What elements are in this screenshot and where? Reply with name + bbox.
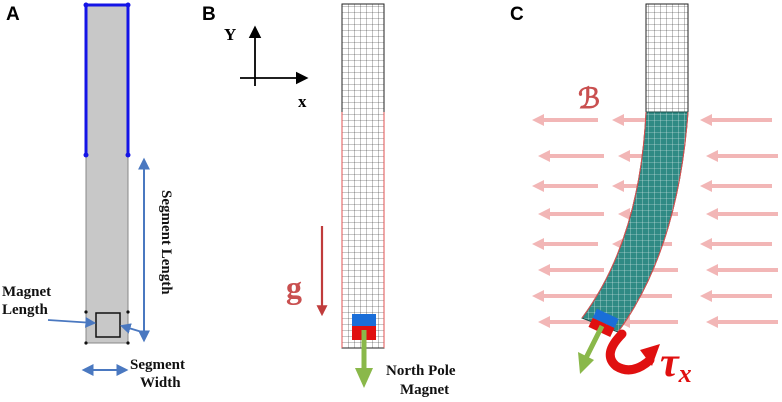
bent-edge-left [581, 111, 647, 319]
segment-body [85, 4, 129, 344]
field-arrow-head [538, 208, 550, 220]
field-arrow-head [700, 180, 712, 192]
panel-b: B Y x g North Pole Magnet [202, 3, 456, 398]
node-mid-right [125, 152, 131, 158]
magnet-node [84, 310, 88, 314]
node-top-right [125, 2, 131, 8]
segment-width-label-2: Width [140, 375, 181, 391]
field-arrow-head [538, 264, 550, 276]
panel-a-letter: A [6, 4, 20, 25]
field-arrow-head [532, 238, 544, 250]
field-arrow-head [706, 208, 718, 220]
magnetization-arrowhead [355, 368, 373, 388]
magnet-length-arrow-right [119, 323, 143, 334]
node-mid-left [83, 152, 89, 158]
torque-symbol: τx [660, 340, 692, 388]
magnet-node [126, 310, 130, 314]
field-arrow-head [612, 114, 624, 126]
segment-top-outline [84, 3, 130, 155]
x-axis-label: x [298, 92, 307, 111]
magnet-north-b [352, 314, 376, 326]
panel-a: A Segment Length Magnet Length Segment W… [2, 2, 185, 391]
north-pole-label-1: North Pole [386, 363, 456, 379]
segment-width-label-1: Segment [130, 357, 185, 373]
magnet-north-c [592, 308, 619, 328]
field-arrow-head [618, 150, 630, 162]
field-arrow-head [532, 290, 544, 302]
magnet-node [84, 341, 88, 345]
panel-b-letter: B [202, 4, 216, 25]
y-axis-label: Y [224, 25, 236, 44]
field-arrow-head [706, 316, 718, 328]
field-arrow-head [700, 238, 712, 250]
field-arrow-head [612, 180, 624, 192]
field-arrow-head [532, 180, 544, 192]
segment-length-label: Segment Length [158, 190, 174, 295]
mesh-beam-c-top [645, 3, 689, 113]
magnetization-arrow-c [583, 324, 605, 360]
torque-arrowhead [640, 344, 660, 366]
panel-c: C ℬ τx [510, 3, 778, 388]
field-arrow-head [532, 114, 544, 126]
field-arrow-head [618, 208, 630, 220]
mesh-beam-c-bent [581, 111, 689, 333]
north-pole-label-2: Magnet [400, 382, 449, 398]
magnetization-arrowhead-c [578, 352, 594, 374]
field-arrow-head [700, 290, 712, 302]
torque-arrow [605, 329, 655, 375]
magnet-length-label-1: Magnet [2, 284, 51, 300]
node-top-left [83, 2, 89, 8]
gravity-symbol: g [286, 269, 302, 305]
field-arrow-head [700, 114, 712, 126]
field-arrow-head [706, 150, 718, 162]
magnet-node [126, 341, 130, 345]
field-arrow-head [538, 150, 550, 162]
panel-c-letter: C [510, 4, 524, 25]
magnet-length-arrow-left [47, 317, 97, 328]
field-symbol: ℬ [578, 84, 600, 115]
bent-edge-right [617, 111, 689, 333]
magnet-length-label-2: Length [2, 302, 49, 318]
field-arrow-head [706, 264, 718, 276]
mesh-beam-b [341, 3, 385, 349]
field-arrow-head [538, 316, 550, 328]
